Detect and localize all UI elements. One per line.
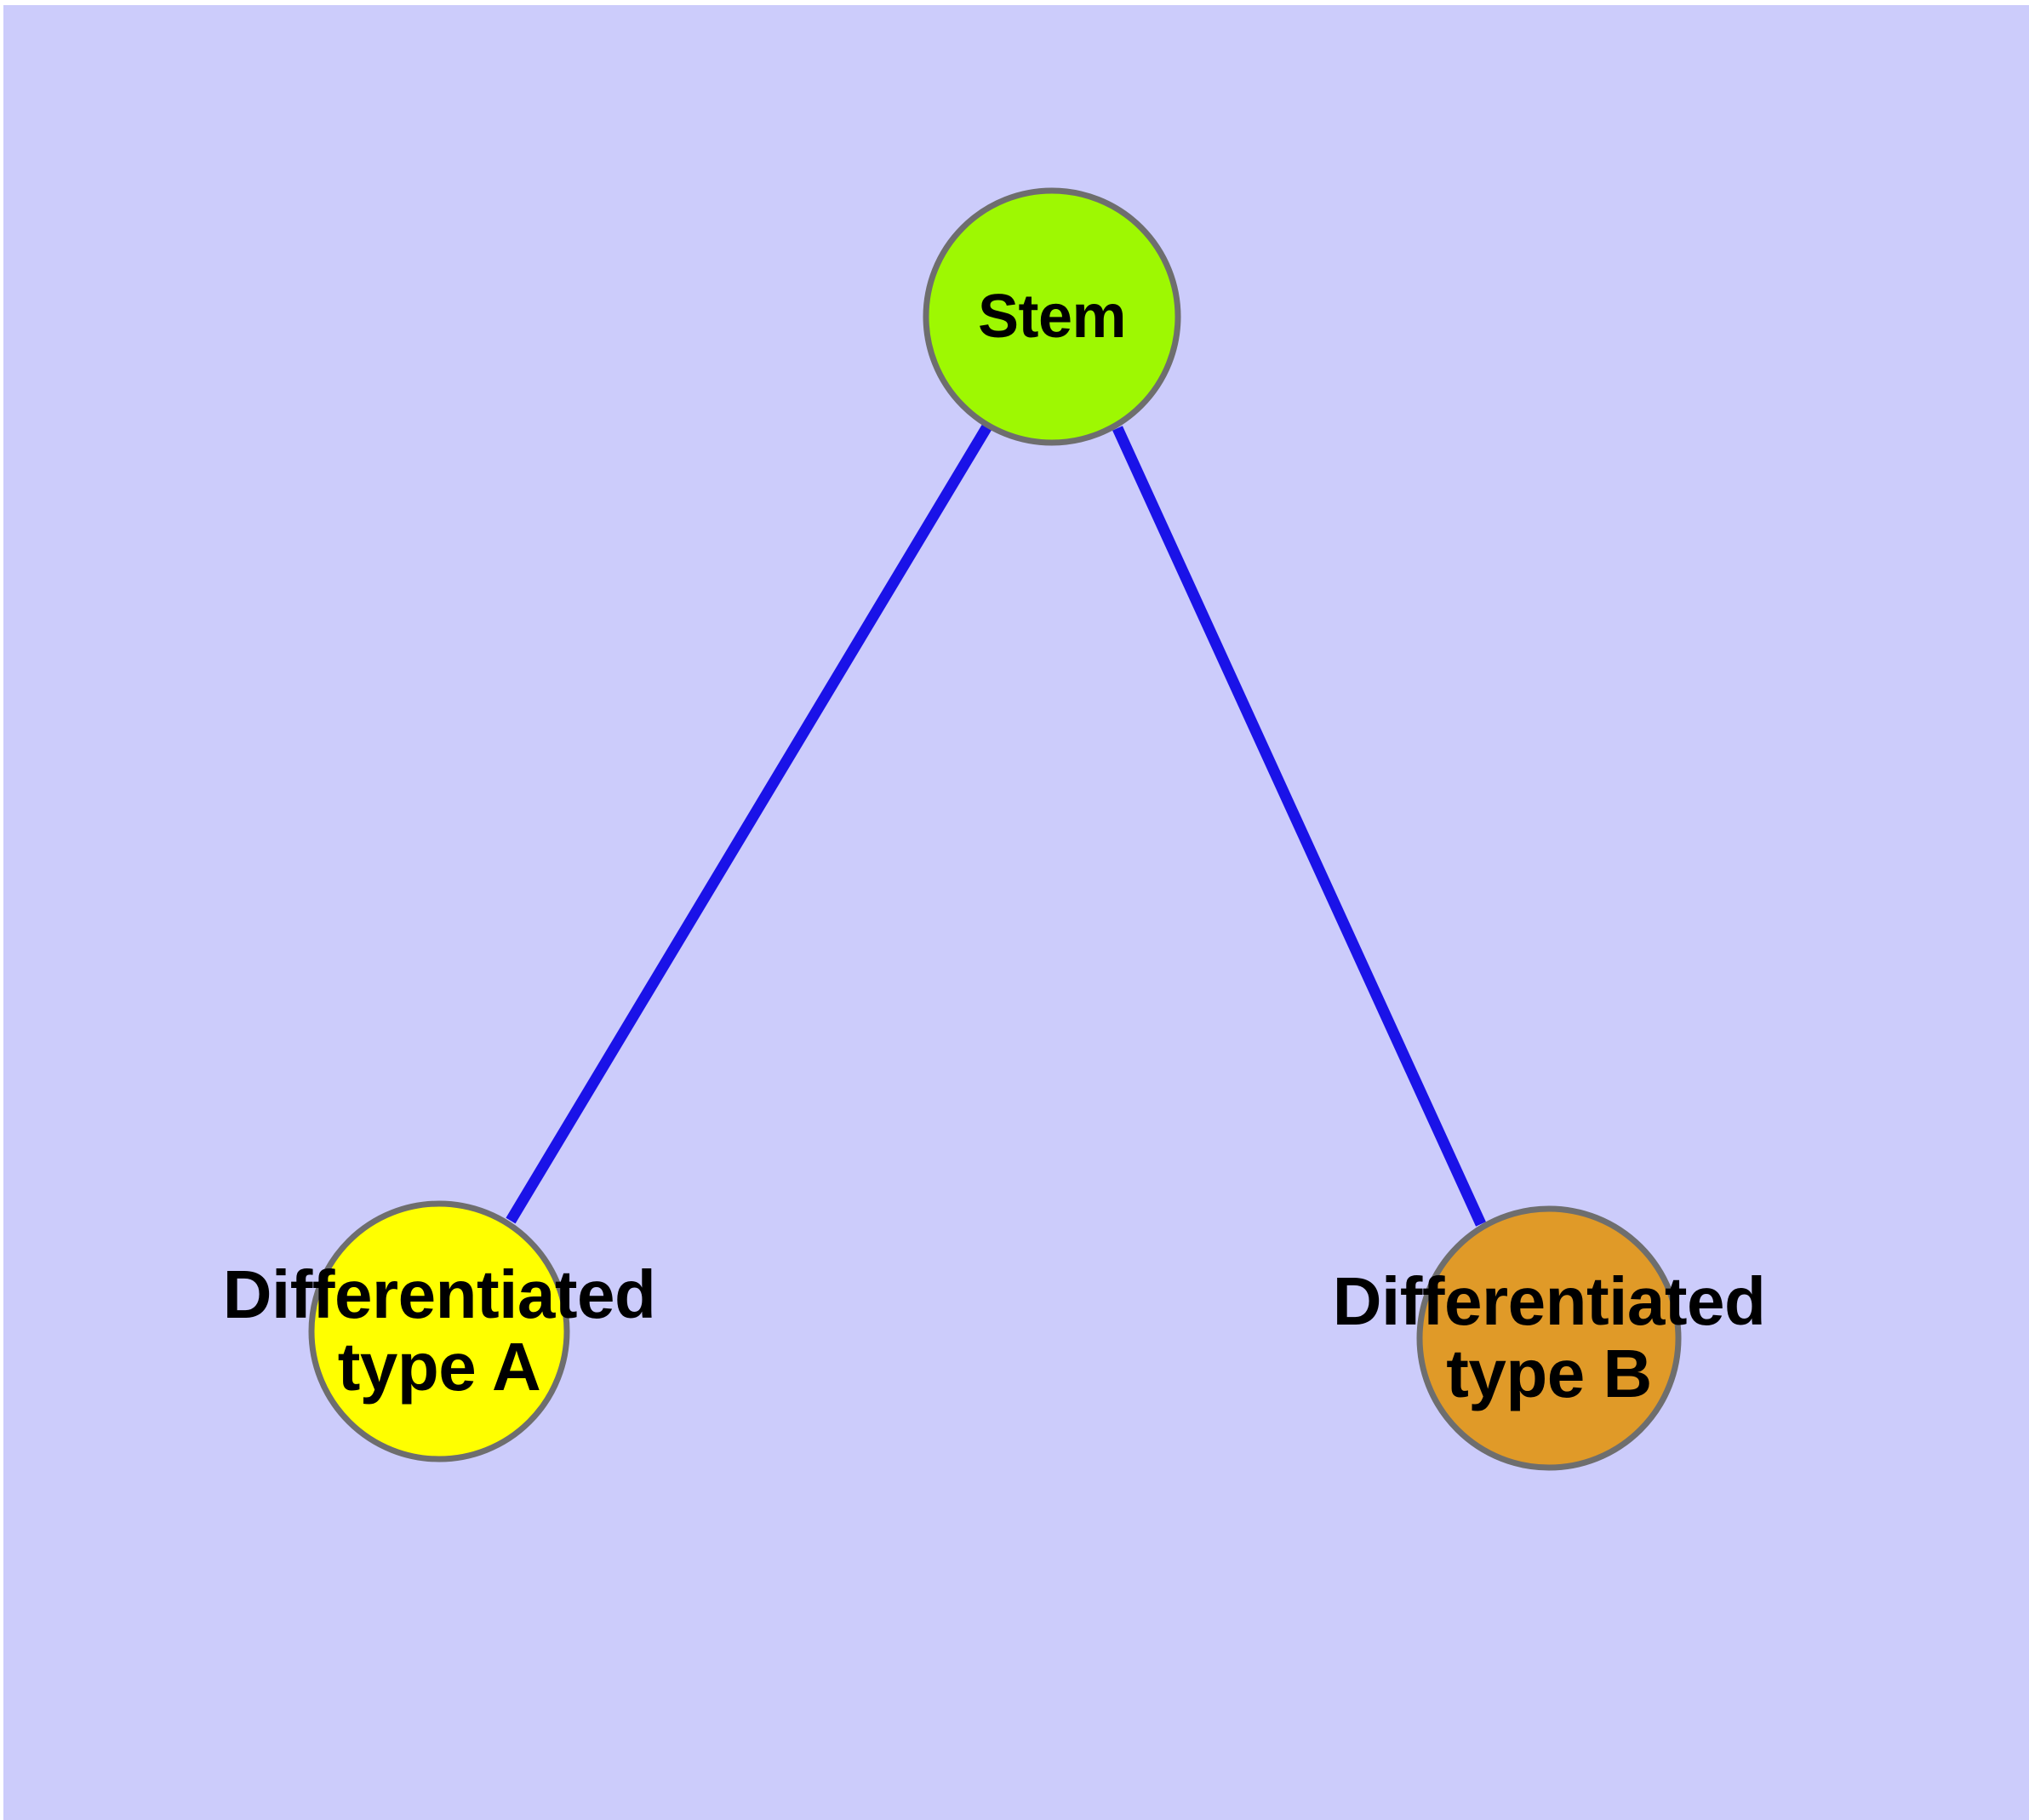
edge-stem-to-diff-a (506, 423, 992, 1224)
edge-stem-to-diff-b (1112, 426, 1486, 1227)
node-differentiated-type-b-circle[interactable] (1416, 1205, 1682, 1471)
node-stem-circle[interactable] (923, 187, 1181, 446)
node-layer (308, 187, 1682, 1471)
edge-layer (506, 423, 1486, 1227)
node-differentiated-type-a-circle[interactable] (308, 1200, 570, 1462)
